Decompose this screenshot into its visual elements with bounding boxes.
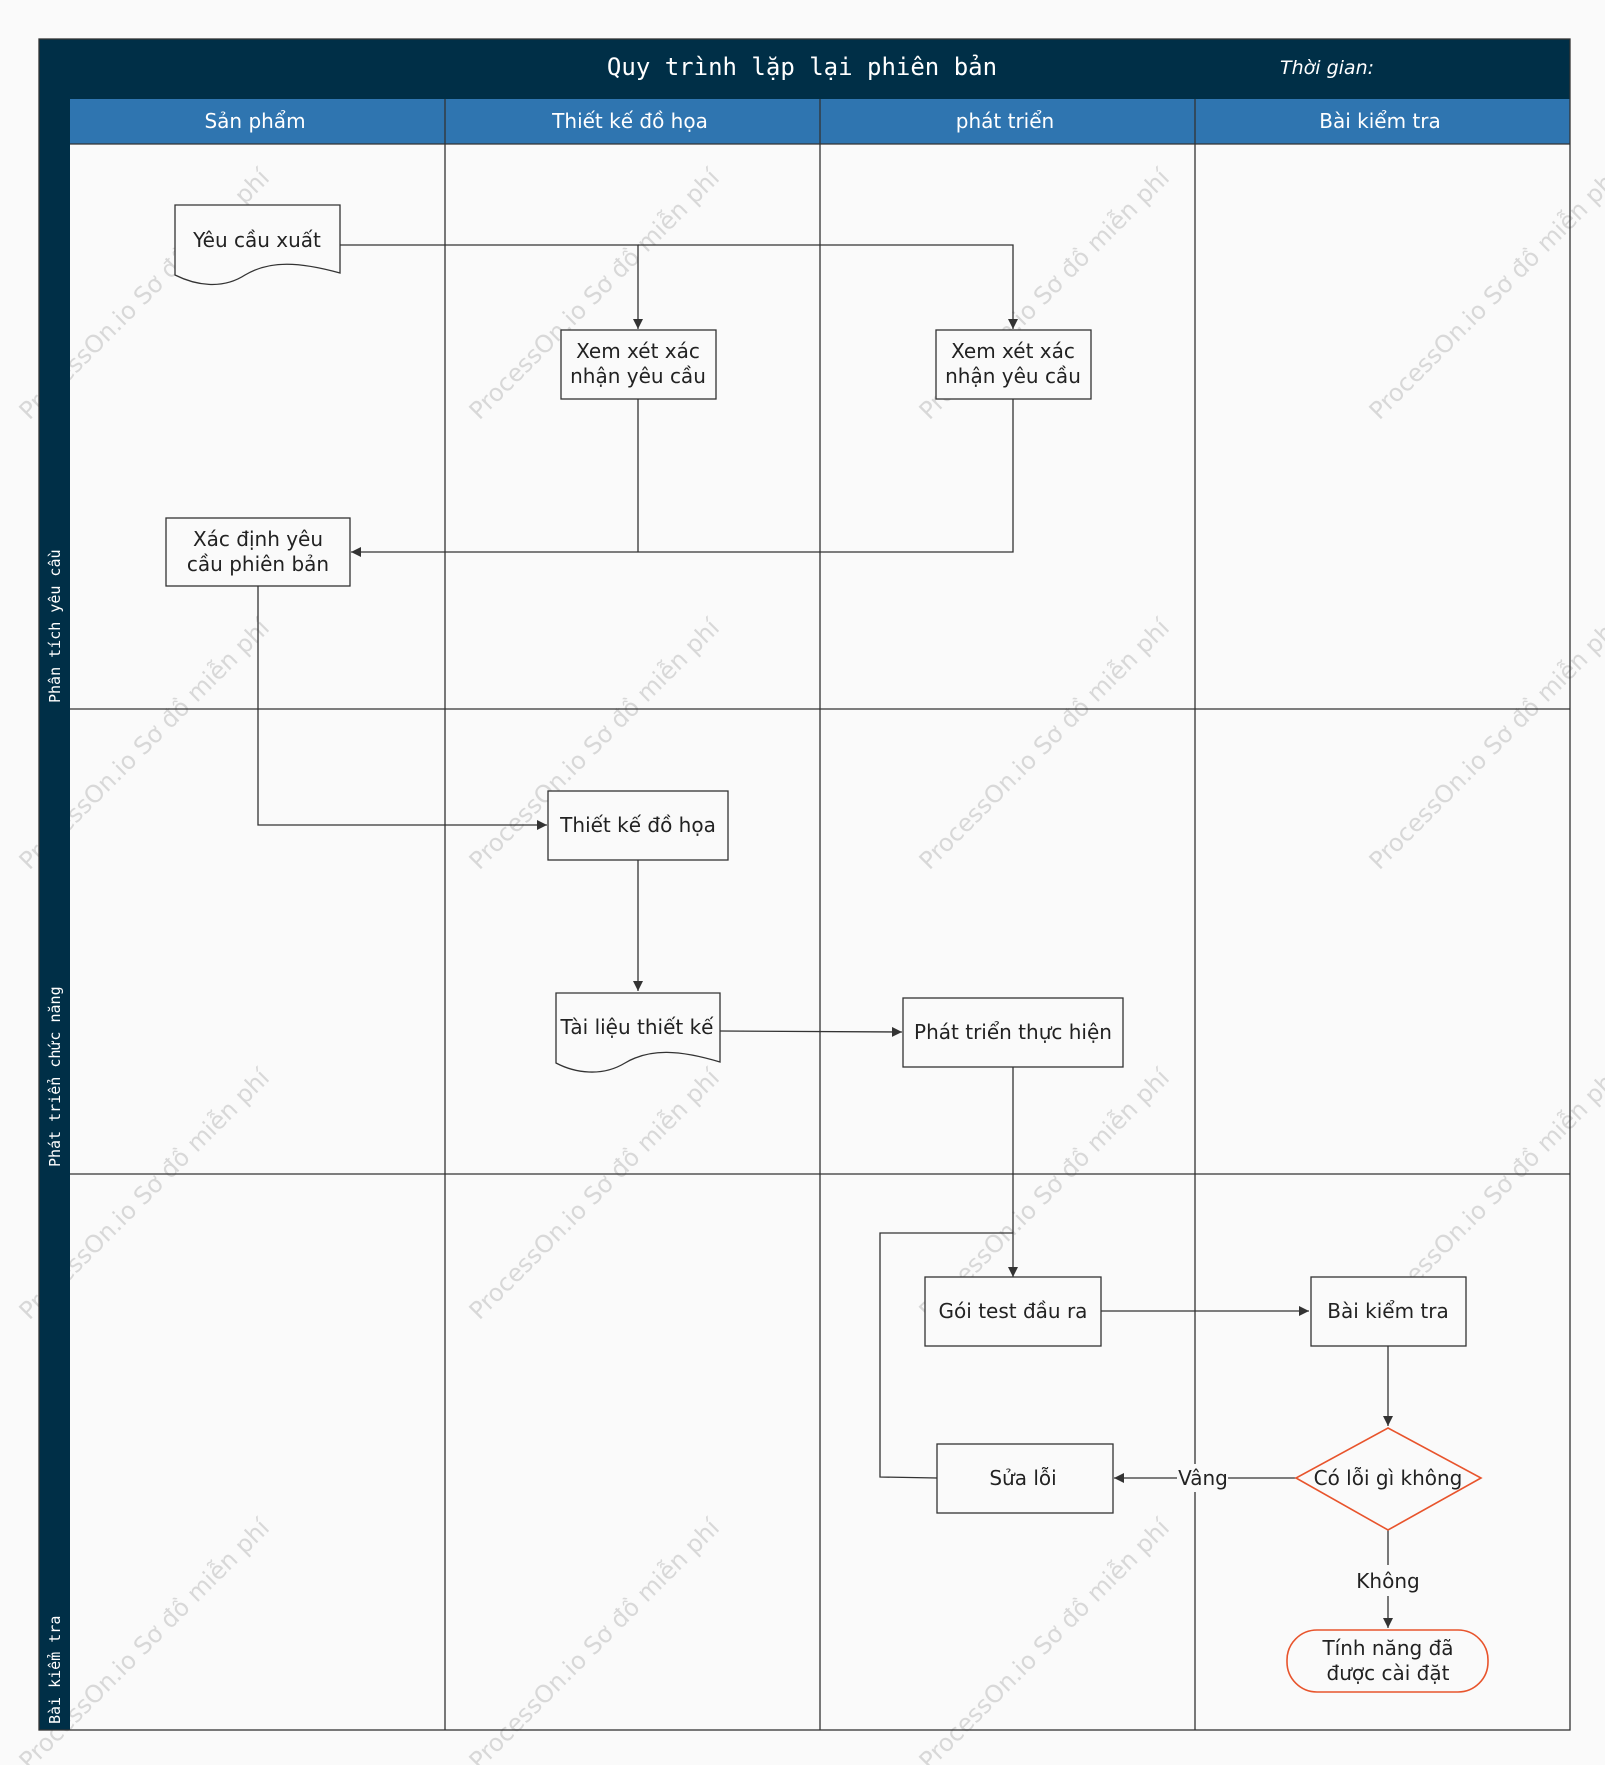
edge-tai-lieu-to-phat-trien (719, 1026, 903, 1037)
title-bar (39, 39, 1570, 99)
node-thiet-ke-label: Thiết kế đồ họa (559, 813, 716, 837)
watermark-text: ProcessOn.io Sơ đồ miễn phí (913, 612, 1176, 875)
time-label: Thời gian: (1280, 57, 1374, 79)
watermark-text: ProcessOn.io Sơ đồ miễn phí (913, 1512, 1176, 1765)
node-goi-test-shape[interactable] (924, 1276, 1102, 1347)
node-sua-loi-shape[interactable] (936, 1443, 1114, 1514)
watermark-text: ProcessOn.io Sơ đồ miễn phí (463, 1062, 726, 1325)
node-xem-xet-2-shape[interactable] (935, 329, 1092, 400)
node-xac-dinh-shape[interactable] (165, 517, 351, 587)
edge-label-yes: Vâng (1178, 1466, 1228, 1490)
column-header-phat-trien: phát triển (956, 109, 1054, 133)
node-yeu-cau-xuat-shape[interactable] (174, 204, 341, 286)
connectors (257, 244, 1393, 1628)
node-yeu-cau-xuat-label: Yêu cầu xuất (192, 228, 321, 252)
node-co-loi-label: Có lỗi gì không (1314, 1466, 1463, 1490)
edge-label-no-bg (1352, 1566, 1424, 1594)
node-thiet-ke-shape[interactable] (547, 790, 729, 861)
lane-label-phat-trien: Phát triển chức năng (46, 986, 64, 1167)
node-sua-loi-label: Sửa lỗi (989, 1466, 1056, 1490)
watermark-text: ProcessOn.io Sơ đồ miễn phí (1363, 612, 1605, 875)
node-goi-test-label: Gói test đầu ra (939, 1299, 1088, 1323)
node-bai-kiem-tra-shape[interactable] (1310, 1276, 1467, 1347)
node-tinh-nang-shape[interactable] (1286, 1629, 1489, 1693)
node-xem-xet-1-shape[interactable] (560, 329, 717, 400)
edge-xem-xet-2-to-xac-dinh (351, 398, 1014, 557)
column-header-san-pham: Sản phẩm (204, 109, 305, 133)
node-phat-trien-shape[interactable] (902, 997, 1124, 1068)
lane-label-bar (39, 99, 70, 1730)
edge-xac-dinh-to-thiet-ke (257, 586, 547, 830)
node-tai-lieu-label: Tài liệu thiết kế (560, 1015, 715, 1039)
watermark-text: ProcessOn.io Sơ đồ miễn phí (463, 1512, 726, 1765)
node-tai-lieu-shape[interactable] (555, 992, 721, 1073)
edge-label-yes-bg (1178, 1464, 1228, 1492)
lane-label-bai-kiem-tra: Bài kiểm tra (46, 1616, 64, 1724)
column-header-thiet-ke: Thiết kế đồ họa (551, 109, 708, 133)
edge-yeu-cau-to-xem-xet-2 (638, 244, 1018, 329)
watermark-text: ProcessOn.io Sơ đồ miễn phí (1363, 162, 1605, 425)
edge-label-no: Không (1356, 1569, 1419, 1593)
column-header-bai-kiem-tra: Bài kiểm tra (1319, 109, 1441, 133)
node-bai-kiem-tra-label: Bài kiểm tra (1327, 1299, 1449, 1323)
node-co-loi-shape[interactable] (1294, 1427, 1483, 1531)
lane-label-phan-tich: Phân tích yêu cầu (46, 549, 64, 703)
swimlane-grid (38, 38, 1571, 1731)
node-phat-trien-label: Phát triển thực hiện (914, 1020, 1112, 1044)
edge-sua-loi-to-goi-test (879, 1232, 1013, 1479)
diagram-title: Quy trình lặp lại phiên bản (607, 53, 997, 81)
